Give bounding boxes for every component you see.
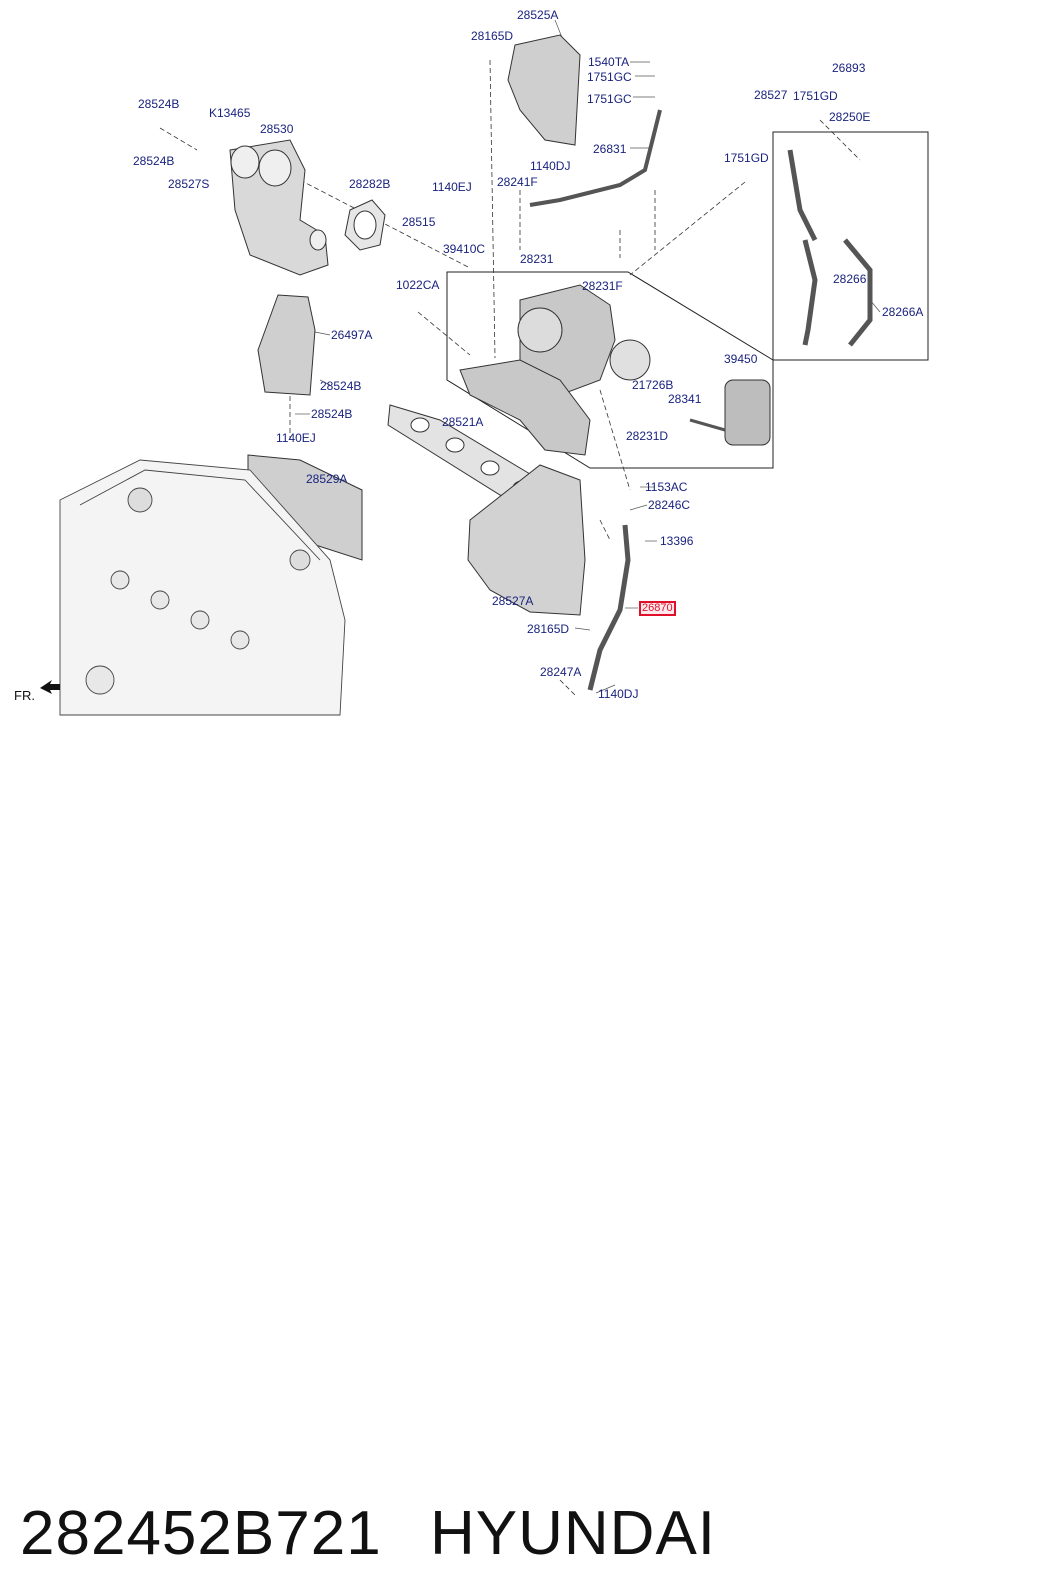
part-label-28524b-b[interactable]: 28524B (133, 154, 175, 168)
part-number: 282452B721 (20, 1499, 382, 1568)
turbo-assembly-box (446, 271, 774, 469)
turbocharger-shape (517, 284, 651, 396)
part-label-1751gc-a[interactable]: 1751GC (587, 70, 632, 84)
front-direction-arrow (40, 680, 60, 694)
brand-name: HYUNDAI (430, 1499, 717, 1568)
part-label-26870[interactable]: 26870 (639, 601, 676, 616)
part-label-1140ej-b[interactable]: 1140EJ (276, 431, 316, 445)
part-label-26497a[interactable]: 26497A (331, 328, 373, 342)
part-label-28515[interactable]: 28515 (402, 215, 436, 229)
part-label-28250e[interactable]: 28250E (829, 110, 871, 124)
front-direction-label: FR. (14, 688, 35, 703)
coolant-hoses (787, 149, 873, 347)
part-label-28341[interactable]: 28341 (668, 392, 702, 406)
exhaust-manifold-shape (459, 359, 591, 456)
part-label-1751gc-b[interactable]: 1751GC (587, 92, 632, 106)
part-label-28524b-a[interactable]: 28524B (138, 97, 180, 111)
part-label-28165d-top[interactable]: 28165D (471, 29, 514, 43)
exploded-parts-diagram (40, 19, 929, 716)
part-label-28529a[interactable]: 28529A (306, 472, 348, 486)
engine-block-shape (59, 459, 346, 716)
part-label-28527[interactable]: 28527 (754, 88, 788, 102)
footer: 282452B721 HYUNDAI (0, 740, 1063, 1568)
part-label-28524b-d[interactable]: 28524B (311, 407, 353, 421)
part-label-26831[interactable]: 26831 (593, 142, 627, 156)
part-label-13396[interactable]: 13396 (660, 534, 694, 548)
part-label-28525a[interactable]: 28525A (517, 8, 559, 22)
part-label-1140ej-a[interactable]: 1140EJ (432, 180, 472, 194)
part-label-1140dj-a[interactable]: 1140DJ (530, 159, 571, 173)
manifold-heat-shield (467, 464, 586, 616)
oil-feed-pipe (529, 109, 662, 207)
part-label-28231[interactable]: 28231 (520, 252, 554, 266)
oil-return-pipe (587, 524, 631, 691)
part-label-28282b[interactable]: 28282B (349, 177, 391, 191)
part-label-28165d-bottom[interactable]: 28165D (527, 622, 570, 636)
part-label-39410c[interactable]: 39410C (443, 242, 486, 256)
part-label-28241f[interactable]: 28241F (497, 175, 538, 189)
part-label-1751gd-b[interactable]: 1751GD (724, 151, 769, 165)
part-label-28521a[interactable]: 28521A (442, 415, 484, 429)
hose-assembly-box (772, 131, 929, 361)
part-label-28530[interactable]: 28530 (260, 122, 294, 136)
part-label-28527s[interactable]: 28527S (168, 177, 210, 191)
part-label-1751gd-a[interactable]: 1751GD (793, 89, 838, 103)
part-label-26893[interactable]: 26893 (832, 61, 866, 75)
gasket-shape (344, 199, 386, 251)
part-label-39450[interactable]: 39450 (724, 352, 758, 366)
part-label-28266[interactable]: 28266 (833, 272, 867, 286)
part-label-1140dj-b[interactable]: 1140DJ (598, 687, 639, 701)
part-label-28266a[interactable]: 28266A (882, 305, 924, 319)
part-label-1022ca[interactable]: 1022CA (396, 278, 440, 292)
part-label-28524b-c[interactable]: 28524B (320, 379, 362, 393)
wastegate-actuator-shape (689, 379, 771, 446)
part-label-28527a[interactable]: 28527A (492, 594, 534, 608)
part-label-1540ta[interactable]: 1540TA (588, 55, 630, 69)
part-label-28246c[interactable]: 28246C (648, 498, 691, 512)
part-label-28231f[interactable]: 28231F (582, 279, 623, 293)
part-label-28247a[interactable]: 28247A (540, 665, 582, 679)
part-label-1153ac[interactable]: 1153AC (645, 480, 688, 494)
part-label-21726b[interactable]: 21726B (632, 378, 674, 392)
part-label-k13465[interactable]: K13465 (209, 106, 251, 120)
part-label-28231d[interactable]: 28231D (626, 429, 669, 443)
heat-shield-small (257, 294, 316, 396)
bracket-shape (507, 34, 581, 146)
catalytic-converter-shape (229, 139, 329, 276)
